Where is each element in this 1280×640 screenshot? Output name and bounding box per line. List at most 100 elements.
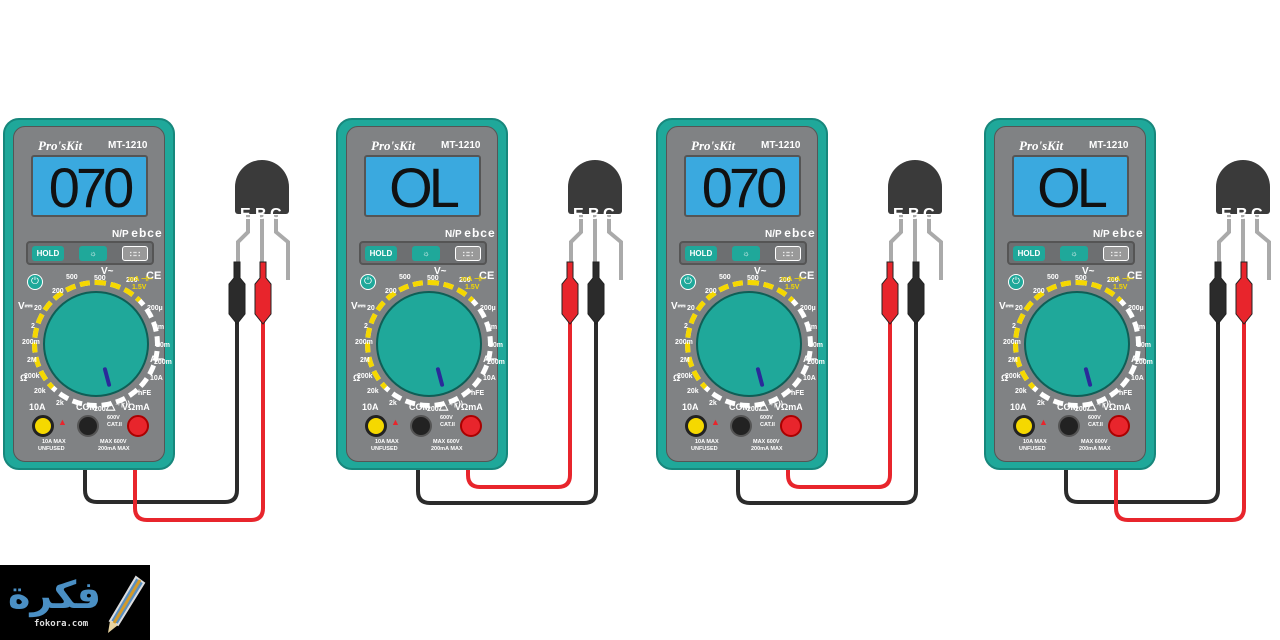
hold-button[interactable]: HOLD bbox=[32, 246, 64, 261]
jack-label-vma: VΩmA bbox=[775, 402, 803, 412]
jack-vma[interactable] bbox=[780, 415, 802, 437]
keypad-button[interactable]: ∷∷ bbox=[455, 246, 481, 261]
dial-label: 200µ bbox=[800, 305, 816, 312]
np-text: N/P bbox=[1093, 229, 1110, 240]
unfused-label: UNFUSED bbox=[371, 446, 398, 452]
max600-label: MAX 600V bbox=[753, 439, 780, 445]
jack-vma[interactable] bbox=[1108, 415, 1130, 437]
warning-triangle-icon: △ bbox=[1087, 398, 1097, 412]
black-alligator-clip[interactable] bbox=[587, 261, 605, 325]
dial-ring-highlight bbox=[685, 280, 813, 408]
black-alligator-clip[interactable] bbox=[907, 261, 925, 325]
power-button[interactable]: ⏻ bbox=[680, 274, 696, 290]
power-button[interactable]: ⏻ bbox=[360, 274, 376, 290]
transistor-pin-label: E bbox=[573, 206, 586, 223]
jack-com[interactable] bbox=[730, 415, 752, 437]
rotary-dial[interactable] bbox=[376, 291, 482, 397]
power-button[interactable]: ⏻ bbox=[1008, 274, 1024, 290]
dial-label: 10A bbox=[803, 375, 816, 382]
power-button[interactable]: ⏻ bbox=[27, 274, 43, 290]
max200-label: 200mA MAX bbox=[751, 446, 783, 452]
dial-label: 500 bbox=[1047, 274, 1059, 281]
range-symbol-ma_v: 1.5V bbox=[1113, 284, 1128, 291]
keypad-button[interactable]: ∷∷ bbox=[775, 246, 801, 261]
jack-10a[interactable] bbox=[685, 415, 707, 437]
transistor-leg bbox=[1217, 215, 1231, 262]
np-pins: ebce bbox=[464, 226, 496, 240]
jack-com[interactable] bbox=[77, 415, 99, 437]
jack-10a[interactable] bbox=[32, 415, 54, 437]
backlight-button[interactable]: ☼ bbox=[412, 246, 440, 261]
red-alligator-clip[interactable] bbox=[881, 261, 899, 325]
range-symbol-vdc: V⎓ bbox=[18, 301, 33, 312]
dial-label: 200 bbox=[427, 406, 439, 413]
black-lead bbox=[83, 320, 239, 504]
dial-label: 2M bbox=[680, 357, 690, 364]
site-logo: فكرة fokora.com bbox=[0, 565, 150, 640]
max200-label: 200mA MAX bbox=[1079, 446, 1111, 452]
red-alligator-clip[interactable] bbox=[561, 261, 579, 325]
hold-button[interactable]: HOLD bbox=[685, 246, 717, 261]
dial-label: 200 bbox=[705, 288, 717, 295]
hold-button[interactable]: HOLD bbox=[365, 246, 397, 261]
keypad-button[interactable]: ∷∷ bbox=[1103, 246, 1129, 261]
range-symbol-ma: mA ⊣⊢ bbox=[781, 276, 807, 283]
max600-label: MAX 600V bbox=[1081, 439, 1108, 445]
ce-mark: CE bbox=[799, 270, 815, 282]
jack-label-com: COM bbox=[729, 402, 750, 412]
red-alligator-clip[interactable] bbox=[1235, 261, 1253, 325]
dial-label: 200µ bbox=[480, 305, 496, 312]
red-alligator-clip[interactable] bbox=[254, 261, 272, 325]
dial-label: 200m bbox=[355, 339, 373, 346]
dial-label: 20k bbox=[34, 388, 46, 395]
button-row: HOLD ☼ ∷∷ bbox=[26, 241, 154, 265]
dial-label: 200 bbox=[385, 288, 397, 295]
range-symbol-adc: A⎓ bbox=[803, 354, 817, 364]
hold-button[interactable]: HOLD bbox=[1013, 246, 1045, 261]
lcd-display: 070 bbox=[684, 155, 801, 219]
warning-icon: ▲ bbox=[711, 417, 720, 427]
transistor-pin-label: B bbox=[588, 206, 602, 223]
jack-vma[interactable] bbox=[460, 415, 482, 437]
red-lead bbox=[133, 320, 265, 522]
transistor-pin-label: C bbox=[270, 206, 284, 223]
transistor-pin-label: B bbox=[1236, 206, 1250, 223]
dial-label: 2k bbox=[1037, 400, 1045, 407]
jack-vma[interactable] bbox=[127, 415, 149, 437]
jack-com[interactable] bbox=[1058, 415, 1080, 437]
backlight-button[interactable]: ☼ bbox=[79, 246, 107, 261]
backlight-button[interactable]: ☼ bbox=[1060, 246, 1088, 261]
dial-label: →|·)) bbox=[114, 401, 130, 408]
rotary-dial[interactable] bbox=[1024, 291, 1130, 397]
rating-label: 600V bbox=[107, 415, 120, 421]
dial-pointer bbox=[755, 366, 765, 388]
max10-label: 10A MAX bbox=[375, 439, 399, 445]
jack-label-10a: 10A bbox=[362, 402, 379, 412]
black-lead bbox=[1064, 320, 1220, 504]
dial-label: 2M bbox=[1008, 357, 1018, 364]
jack-10a[interactable] bbox=[365, 415, 387, 437]
range-symbol-ohm: Ω bbox=[1001, 373, 1009, 383]
dial-label: 500 bbox=[747, 275, 759, 282]
backlight-button[interactable]: ☼ bbox=[732, 246, 760, 261]
ce-mark: CE bbox=[479, 270, 495, 282]
jack-10a[interactable] bbox=[1013, 415, 1035, 437]
dial-label: 10A bbox=[1131, 375, 1144, 382]
jack-label-vma: VΩmA bbox=[122, 402, 150, 412]
black-alligator-clip[interactable] bbox=[1209, 261, 1227, 325]
dial-label: 20m bbox=[1137, 342, 1152, 349]
transistor-pin-label: E bbox=[1221, 206, 1234, 223]
red-lead bbox=[1114, 320, 1246, 522]
jack-com[interactable] bbox=[410, 415, 432, 437]
rotary-dial[interactable] bbox=[43, 291, 149, 397]
rotary-dial[interactable] bbox=[696, 291, 802, 397]
warning-icon: ▲ bbox=[58, 417, 67, 427]
button-row: HOLD ☼ ∷∷ bbox=[679, 241, 807, 265]
test-leads bbox=[736, 215, 943, 505]
black-alligator-clip[interactable] bbox=[228, 261, 246, 325]
keypad-button[interactable]: ∷∷ bbox=[122, 246, 148, 261]
